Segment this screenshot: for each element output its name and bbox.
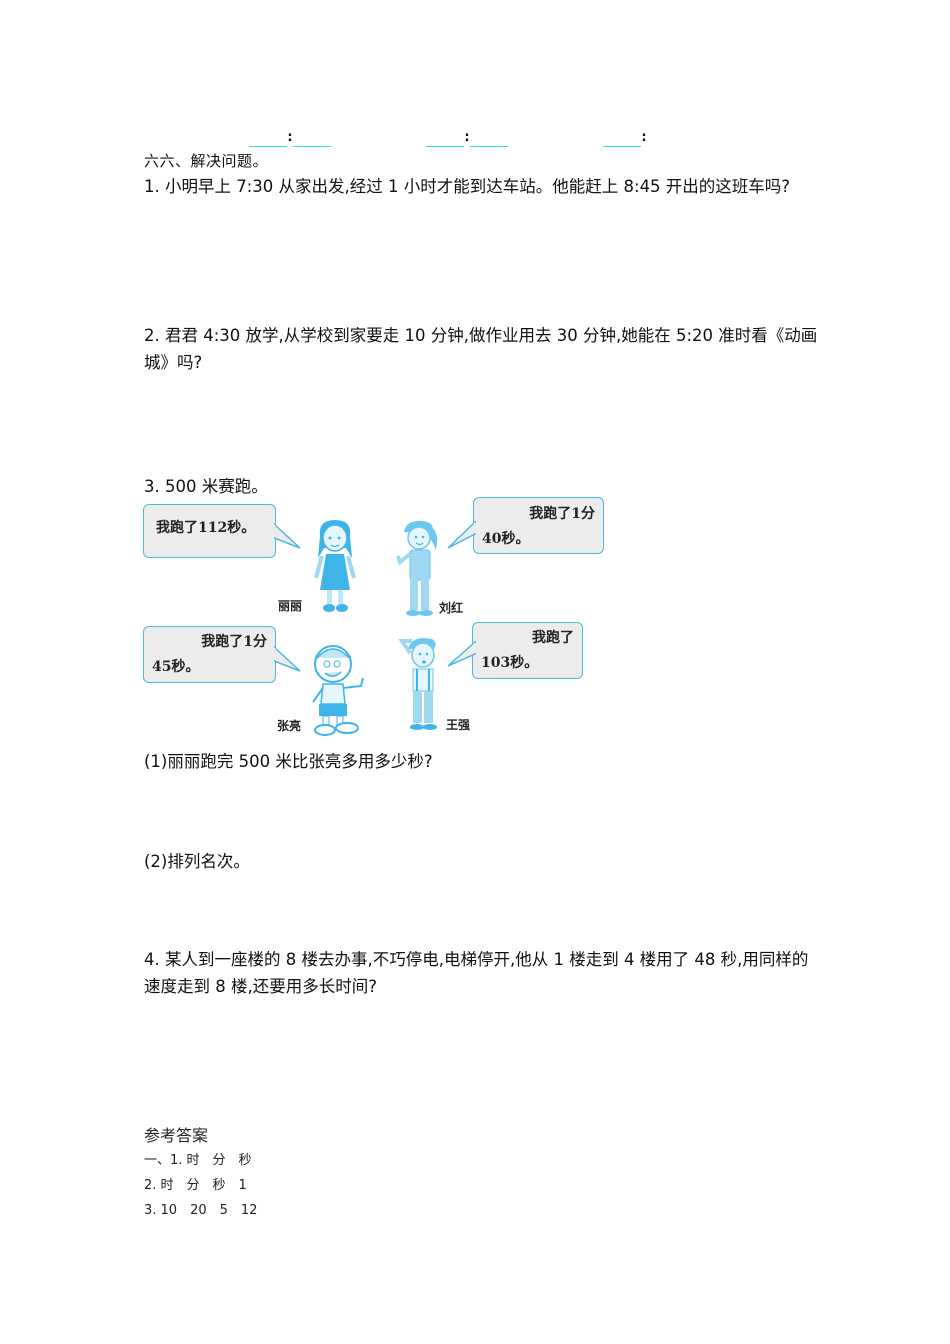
blank-hour-3[interactable] xyxy=(603,128,641,147)
answers-title: 参考答案 xyxy=(144,1126,209,1145)
question-3: 3. 500 米赛跑。 xyxy=(144,477,268,496)
speech-bubble-lili: 我跑了112秒。 xyxy=(143,504,276,558)
blank-minute-2[interactable] xyxy=(470,128,508,147)
bubble-text-line1: 我跑了1分 xyxy=(201,634,267,650)
runner-name-lili: 丽丽 xyxy=(278,599,303,613)
answer-line-3: 3. 10 20 5 12 xyxy=(144,1203,258,1218)
blank-minute-1[interactable] xyxy=(293,128,331,147)
runner-name-liuhong: 刘红 xyxy=(439,601,464,615)
colon: : xyxy=(287,130,293,145)
bubble-text-line1: 我跑了1分 xyxy=(529,506,595,522)
sub-question-1: (1)丽丽跑完 500 米比张亮多用多少秒? xyxy=(144,752,433,771)
answer-line-1: 一、1. 时 分 秒 xyxy=(144,1153,252,1168)
speech-bubble-zhangliang: 我跑了1分 45秒。 xyxy=(143,626,276,683)
bubble-tail xyxy=(274,645,301,672)
bubble-tail xyxy=(274,522,301,549)
question-2: 2. 君君 4:30 放学,从学校到家要走 10 分钟,做作业用去 30 分钟,… xyxy=(144,326,818,372)
blank-hour-1[interactable] xyxy=(249,128,287,147)
bubble-text-line1: 我跑了 xyxy=(532,630,574,646)
girl-liuhong-figure xyxy=(396,520,438,616)
colon: : xyxy=(464,130,470,145)
girl-lili-figure xyxy=(314,520,356,612)
bubble-tail xyxy=(447,520,476,549)
time-blanks-row: : xyxy=(426,128,508,150)
section-title: 六六、解决问题。 xyxy=(144,152,269,170)
runner-name-zhangliang: 张亮 xyxy=(277,719,302,733)
blank-hour-2[interactable] xyxy=(426,128,464,147)
answer-line-2: 2. 时 分 秒 1 xyxy=(144,1178,247,1193)
speech-bubble-liuhong: 我跑了1分 40秒。 xyxy=(473,497,604,554)
bubble-text-line2: 103秒。 xyxy=(481,655,539,671)
time-blanks-row: : xyxy=(249,128,331,150)
bubble-tail xyxy=(447,640,476,667)
boy-wangqiang-figure xyxy=(398,638,437,730)
boy-zhangliang-figure xyxy=(312,645,364,736)
question-1: 1. 小明早上 7:30 从家出发,经过 1 小时才能到达车站。他能赶上 8:4… xyxy=(144,177,791,196)
colon: : xyxy=(641,130,647,145)
bubble-text-line2: 40秒。 xyxy=(482,531,530,547)
bubble-text: 我跑了112秒。 xyxy=(156,520,256,536)
time-blanks-row: : xyxy=(603,128,647,150)
runner-name-wangqiang: 王强 xyxy=(446,718,471,732)
sub-question-2: (2)排列名次。 xyxy=(144,852,250,871)
speech-bubble-wangqiang: 我跑了 103秒。 xyxy=(472,622,583,679)
bubble-text-line2: 45秒。 xyxy=(152,659,200,675)
question-4: 4. 某人到一座楼的 8 楼去办事,不巧停电,电梯停开,他从 1 楼走到 4 楼… xyxy=(144,950,809,996)
